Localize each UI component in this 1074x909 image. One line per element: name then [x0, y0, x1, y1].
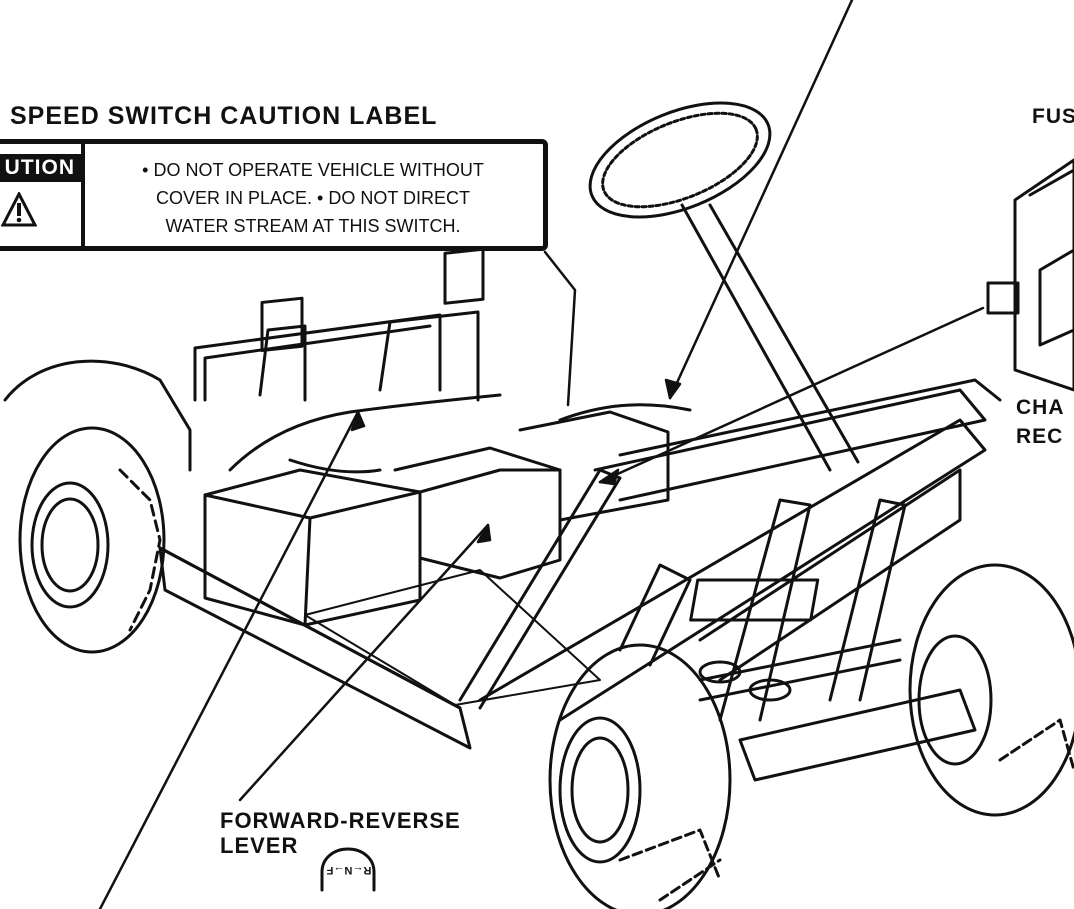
charger-receptacle-label: CHA REC — [1016, 393, 1065, 451]
chassis-frame — [158, 378, 1002, 750]
front-right-wheel — [908, 563, 1074, 817]
leader-line-charge — [598, 306, 985, 484]
rear-left-wheel — [3, 359, 192, 654]
charger-receptacle-inset — [986, 158, 1074, 392]
batteries — [203, 393, 692, 627]
seat-frame — [193, 247, 485, 402]
rear-right-wheel — [548, 643, 732, 909]
warning-triangle-icon — [1, 192, 37, 227]
arrowhead-fwd-rev — [476, 523, 492, 544]
leader-line-fwd-rev — [238, 523, 490, 802]
fwd-rev-line-1: FORWARD-REVERSE — [220, 808, 461, 833]
forward-reverse-lever-label: FORWARD-REVERSE LEVER — [220, 808, 461, 858]
shift-knob-text: R←N→F — [326, 864, 372, 876]
caution-divider — [81, 139, 85, 251]
leader-line-bottom — [98, 410, 360, 909]
arrowhead-bottom — [350, 410, 366, 432]
charger-label-line-2: REC — [1016, 425, 1064, 448]
shift-knob-icon — [320, 847, 376, 892]
caution-text: • DO NOT OPERATE VEHICLE WITHOUT COVER I… — [93, 156, 533, 240]
leader-line-top — [668, 0, 854, 400]
caution-line-1: • DO NOT OPERATE VEHICLE WITHOUT — [142, 160, 484, 180]
arrowhead-top — [664, 378, 682, 400]
charger-label-line-1: CHA — [1016, 396, 1065, 419]
leader-lines — [98, 0, 985, 909]
steering-wheel — [588, 101, 860, 472]
caution-line-3: WATER STREAM AT THIS SWITCH. — [165, 216, 461, 236]
speed-switch-caution-title: SPEED SWITCH CAUTION LABEL — [10, 102, 438, 130]
caution-line-2: COVER IN PLACE. • DO NOT DIRECT — [155, 188, 470, 208]
caution-label: UTION • DO NOT OPERATE VEHICLE WITHOUT C… — [0, 139, 548, 251]
steering-column — [680, 203, 832, 472]
fwd-rev-line-2: LEVER — [220, 833, 299, 858]
fuse-label: FUS — [1032, 105, 1074, 128]
caution-badge: UTION — [0, 154, 81, 182]
leader-line-speed-switch — [543, 250, 577, 407]
rear-axle-assembly — [689, 578, 977, 782]
